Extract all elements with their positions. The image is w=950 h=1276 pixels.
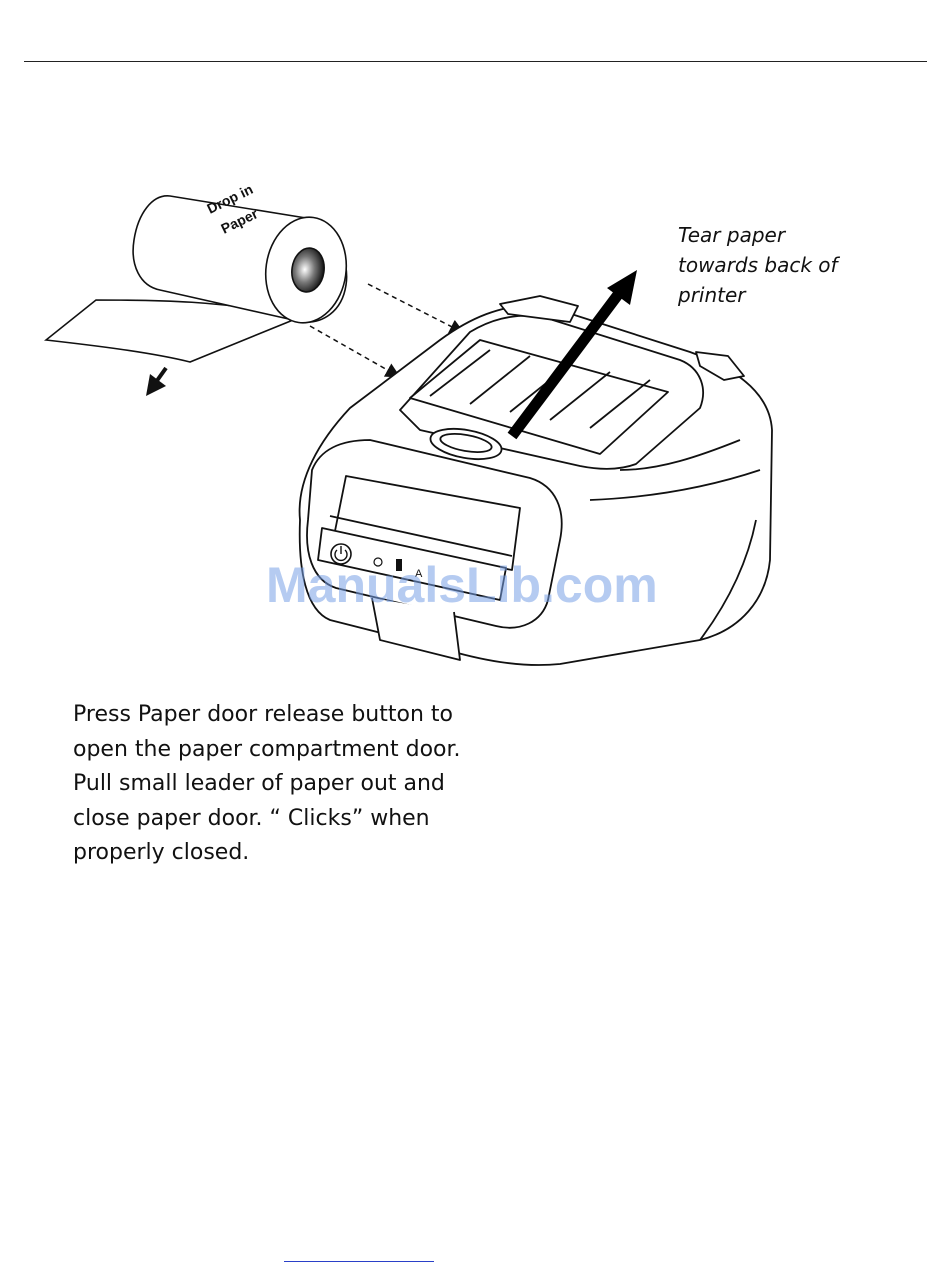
instruction-line: Pull small leader of paper out and [73,767,543,802]
instruction-line: properly closed. [73,836,543,871]
paper-roll-icon [46,196,353,362]
tear-note: Tear paper towards back of printer [678,220,908,310]
footer-link-underline[interactable] [284,1261,434,1262]
watermark: ManualsLib.com [266,556,706,614]
tear-note-line: printer [678,280,908,310]
instruction-line: open the paper compartment door. [73,733,543,768]
guide-arrow-upper [368,284,462,332]
instruction-line: Press Paper door release button to [73,698,543,733]
arrow-down-left-icon [146,368,166,396]
instruction-line: close paper door. “ Clicks” when [73,802,543,837]
tear-note-line: Tear paper [678,220,908,250]
instructions-paragraph: Press Paper door release button to open … [73,698,543,871]
tear-note-line: towards back of [678,250,908,280]
guide-arrow-lower [310,326,398,376]
